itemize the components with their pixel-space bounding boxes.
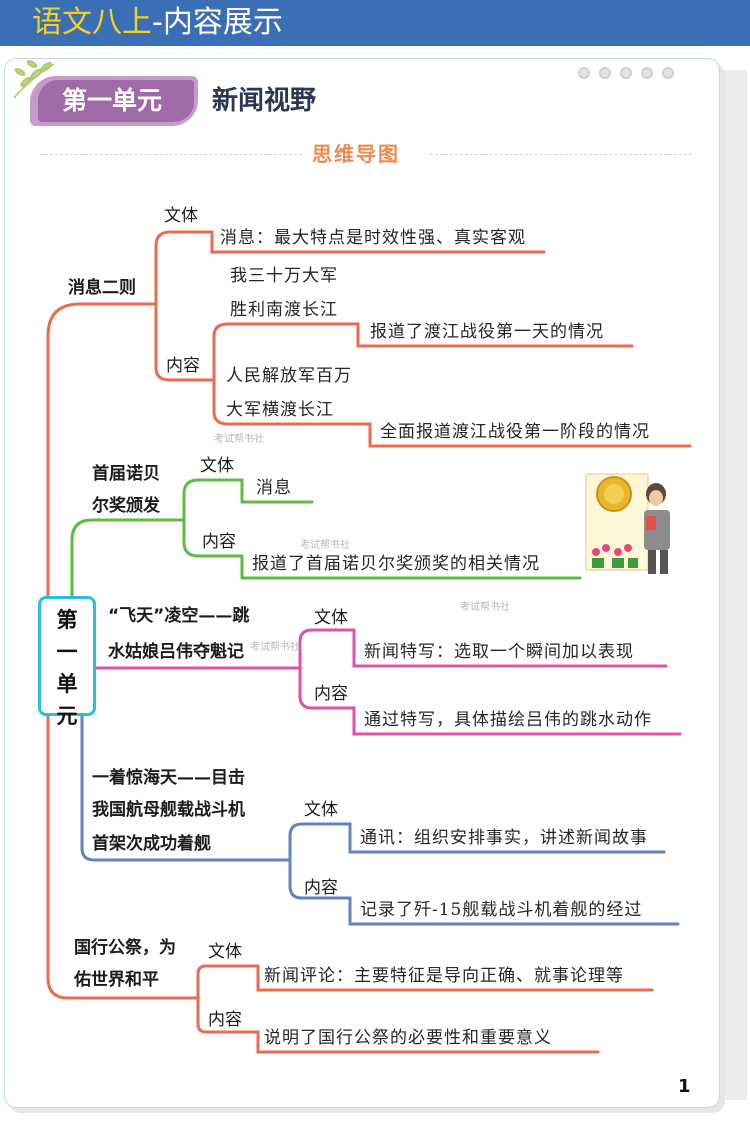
- branch1-content-label: 内容: [166, 354, 200, 378]
- watermark: 考试帮书社: [250, 638, 300, 653]
- branch1-genre-text: 消息：最大特点是时效性强、真实客观: [220, 226, 526, 250]
- branch1-sub2-line1: 人民解放军百万: [226, 364, 352, 388]
- watermark: 考试帮书社: [300, 536, 350, 551]
- branch1-sub1-line1: 我三十万大军: [230, 264, 338, 288]
- branch4-content-label: 内容: [304, 876, 338, 900]
- branch5-genre-text: 新闻评论：主要特征是导向正确、就事论理等: [264, 964, 624, 988]
- nobel-illustration: [584, 472, 696, 582]
- branch4-name-line1: 一着惊海天——目击: [92, 766, 245, 790]
- branch1-sub1-line2: 胜利南渡长江: [230, 298, 338, 322]
- branch4-name-line3: 首架次成功着舰: [92, 832, 211, 856]
- branch1-sub2-desc: 全面报道渡江战役第一阶段的情况: [380, 420, 650, 444]
- watermark: 考试帮书社: [460, 598, 510, 613]
- branch5-name-line2: 佑世界和平: [74, 968, 159, 992]
- branch3-genre-label: 文体: [314, 606, 348, 630]
- branch1-sub2-line2: 大军横渡长江: [226, 398, 334, 422]
- branch2-content-label: 内容: [202, 530, 236, 554]
- center-node-label: 第一单元: [52, 604, 82, 732]
- branch2-genre-text: 消息: [256, 476, 292, 500]
- branch3-content-text: 通过特写，具体描绘吕伟的跳水动作: [364, 708, 652, 732]
- page-number: 1: [678, 1076, 691, 1097]
- branch1-sub1-desc: 报道了渡江战役第一天的情况: [370, 320, 604, 344]
- branch3-name-line2: 水姑娘吕伟夺魁记: [108, 640, 244, 664]
- branch2-name-line1: 首届诺贝: [92, 462, 160, 486]
- branch3-genre-text: 新闻特写：选取一个瞬间加以表现: [364, 640, 634, 664]
- branch4-genre-label: 文体: [304, 798, 338, 822]
- branch1-genre-label: 文体: [164, 204, 198, 228]
- branch2-genre-label: 文体: [200, 454, 234, 478]
- branch5-content-label: 内容: [208, 1008, 242, 1032]
- branch4-content-text: 记录了歼-15舰载战斗机着舰的经过: [360, 898, 642, 922]
- branch5-genre-label: 文体: [208, 940, 242, 964]
- branch2-name-line2: 尔奖颁发: [92, 494, 160, 518]
- watermark: 考试帮书社: [214, 430, 264, 445]
- branch5-name-line1: 国行公祭，为: [74, 936, 176, 960]
- branch2-content-text: 报道了首届诺贝尔奖颁奖的相关情况: [252, 552, 540, 576]
- branch4-genre-text: 通讯：组织安排事实，讲述新闻故事: [360, 826, 648, 850]
- branch4-name-line2: 我国航母舰载战斗机: [92, 798, 245, 822]
- branch3-name-line1: “飞天”凌空——跳: [108, 604, 249, 628]
- branch3-content-label: 内容: [314, 682, 348, 706]
- branch1-name: 消息二则: [68, 276, 136, 300]
- branch5-content-text: 说明了国行公祭的必要性和重要意义: [264, 1026, 552, 1050]
